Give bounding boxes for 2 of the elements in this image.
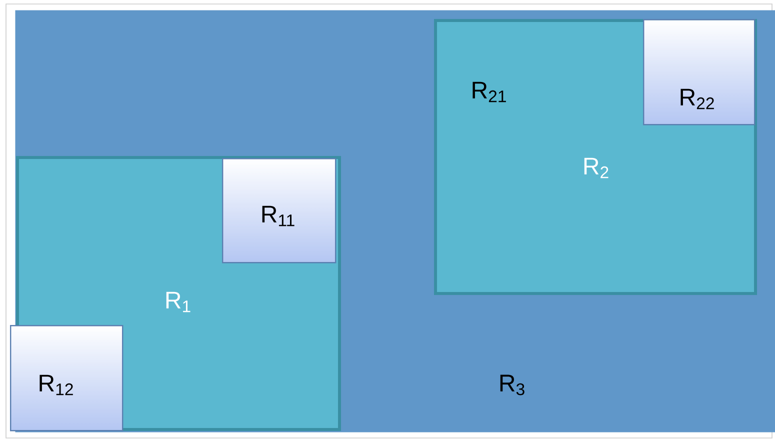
subregion-box: R$_{11}$ <box>222 158 336 264</box>
subregion-box: R$_{22}$ <box>643 19 756 126</box>
